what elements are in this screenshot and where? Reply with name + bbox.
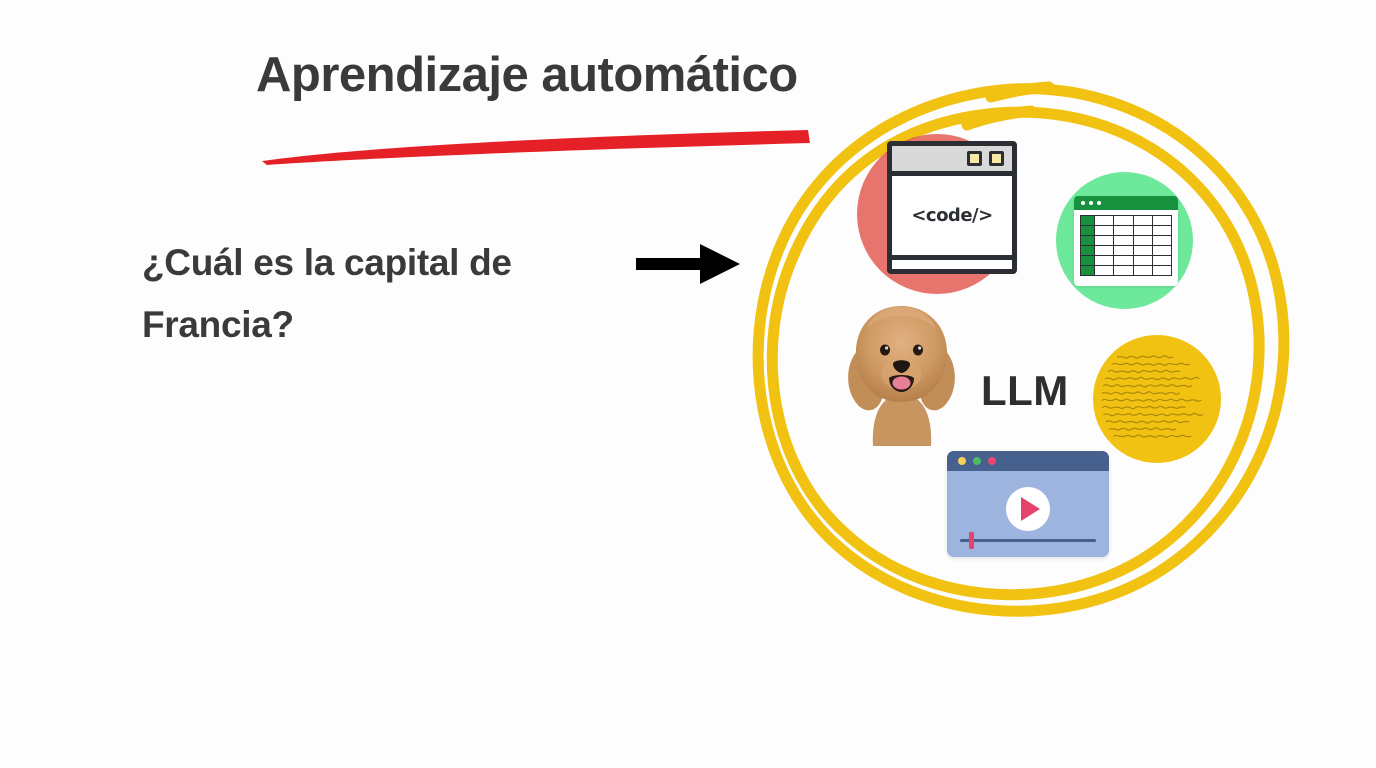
- dog-photo: [848, 306, 955, 446]
- question-text: ¿Cuál es la capital de Francia?: [142, 232, 612, 356]
- spreadsheet-cell: [1133, 246, 1153, 256]
- handwritten-line: [1113, 434, 1192, 438]
- code-window-button-2: [989, 151, 1004, 166]
- page-title: Aprendizaje automático: [256, 48, 798, 102]
- spreadsheet-cell: [1152, 246, 1172, 256]
- video-player-titlebar: [947, 451, 1109, 471]
- spreadsheet-grid: [1080, 215, 1172, 276]
- video-dot-1: [958, 457, 966, 465]
- spreadsheet-cell: [1133, 256, 1153, 266]
- handwritten-note-icon: [1093, 335, 1221, 463]
- question-line-1: ¿Cuál es la capital de: [142, 242, 512, 283]
- spreadsheet-dot-1: [1081, 201, 1085, 205]
- handwritten-line: [1107, 369, 1181, 374]
- spreadsheet-cell: [1114, 236, 1134, 246]
- handwritten-line: [1104, 376, 1200, 381]
- question-line-2: Francia?: [142, 304, 294, 346]
- spreadsheet-cell: [1081, 226, 1095, 236]
- spreadsheet-cell: [1133, 226, 1153, 236]
- spreadsheet-dot-3: [1097, 201, 1101, 205]
- spreadsheet-titlebar: [1074, 196, 1178, 210]
- handwritten-line: [1108, 427, 1177, 431]
- modality-cluster: <code/>: [745, 55, 1315, 625]
- spreadsheet-cell: [1152, 216, 1172, 226]
- spreadsheet-cell: [1114, 266, 1134, 276]
- spreadsheet-cell: [1133, 216, 1153, 226]
- code-window-titlebar: [892, 146, 1012, 176]
- spreadsheet-cell: [1152, 226, 1172, 236]
- spreadsheet-cell: [1081, 216, 1095, 226]
- handwritten-line: [1102, 384, 1192, 388]
- video-progress-handle[interactable]: [969, 532, 974, 549]
- llm-label: LLM: [981, 367, 1069, 414]
- handwritten-line: [1105, 420, 1190, 424]
- handwritten-line: [1117, 355, 1174, 359]
- spreadsheet-cell: [1114, 216, 1134, 226]
- code-window-footer: [892, 260, 1012, 269]
- handwritten-line: [1102, 405, 1186, 410]
- spreadsheet-cell: [1152, 236, 1172, 246]
- spreadsheet-cell: [1095, 226, 1115, 236]
- video-progress-bar[interactable]: [960, 532, 1096, 549]
- handwritten-line: [1101, 398, 1202, 402]
- spreadsheet-cell: [1114, 226, 1134, 236]
- code-window-icon: <code/>: [887, 141, 1017, 274]
- video-player-icon: [947, 451, 1109, 557]
- code-window-label: <code/>: [911, 205, 993, 226]
- video-player-screen: [947, 471, 1109, 557]
- handwritten-note-lines: [1101, 355, 1204, 438]
- spreadsheet-cell: [1095, 236, 1115, 246]
- spreadsheet-cell: [1152, 266, 1172, 276]
- spreadsheet-cell: [1095, 266, 1115, 276]
- video-dot-2: [973, 457, 981, 465]
- code-window-button-1: [967, 151, 982, 166]
- spreadsheet-cell: [1095, 216, 1115, 226]
- spreadsheet-cell: [1081, 256, 1095, 266]
- spreadsheet-cell: [1095, 246, 1115, 256]
- spreadsheet-cell: [1152, 256, 1172, 266]
- spreadsheet-dot-2: [1089, 201, 1093, 205]
- spreadsheet-cell: [1095, 256, 1115, 266]
- handwritten-line: [1103, 412, 1204, 417]
- right-arrow-icon: [636, 244, 740, 284]
- spreadsheet-cell: [1114, 256, 1134, 266]
- play-button-icon[interactable]: [1006, 487, 1050, 531]
- spreadsheet-icon: [1074, 196, 1178, 286]
- title-underline-stroke: [262, 130, 810, 165]
- spreadsheet-cell: [1133, 236, 1153, 246]
- spreadsheet-cell: [1081, 246, 1095, 256]
- video-dot-3: [988, 457, 996, 465]
- code-window-body: <code/>: [892, 176, 1012, 260]
- spreadsheet-cell: [1133, 266, 1153, 276]
- handwritten-line: [1101, 391, 1180, 395]
- play-triangle-icon: [1021, 497, 1040, 521]
- spreadsheet-cell: [1081, 266, 1095, 276]
- spreadsheet-cell: [1114, 246, 1134, 256]
- handwritten-line: [1111, 362, 1190, 366]
- spreadsheet-cell: [1081, 236, 1095, 246]
